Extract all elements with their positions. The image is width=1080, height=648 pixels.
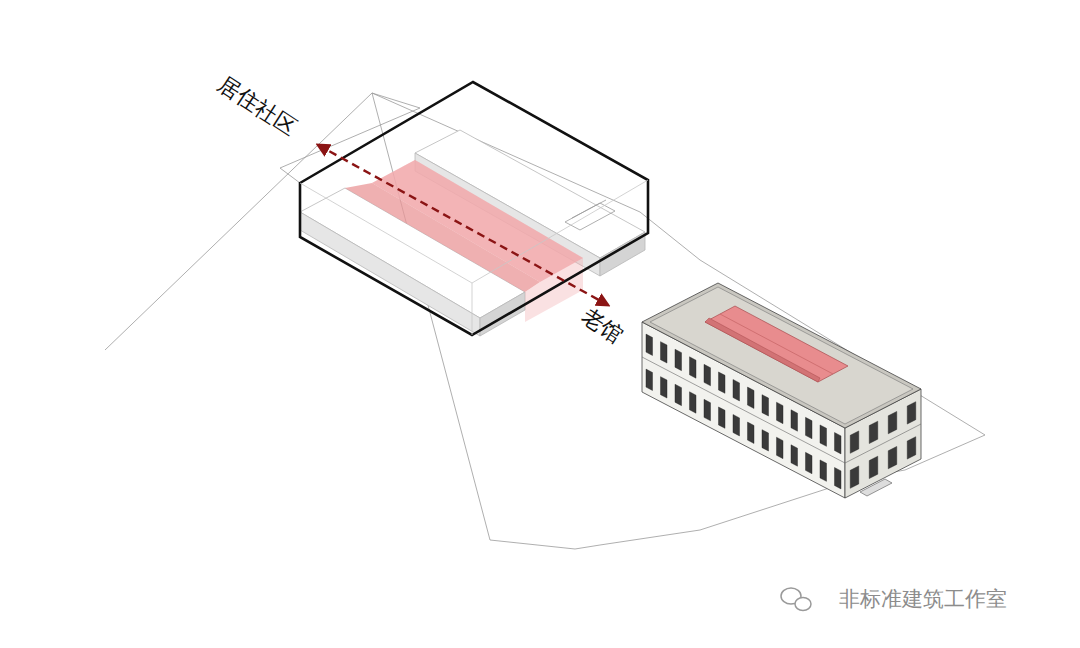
community-label: 居住社区 <box>214 72 301 140</box>
window <box>869 421 878 443</box>
window <box>820 460 827 481</box>
window <box>704 364 711 385</box>
watermark: 非标准建筑工作室 <box>839 588 1007 611</box>
window <box>888 411 897 433</box>
window <box>747 422 754 443</box>
window <box>907 402 916 424</box>
window <box>718 407 725 428</box>
wechat-icon <box>781 588 811 611</box>
window <box>733 380 740 401</box>
window <box>762 395 769 416</box>
flow-arrow <box>318 145 608 305</box>
window <box>762 430 769 451</box>
window <box>820 425 827 446</box>
window <box>791 410 798 431</box>
window <box>675 384 682 405</box>
window <box>834 468 841 489</box>
window <box>646 334 653 355</box>
window <box>747 387 754 408</box>
window <box>869 456 878 478</box>
window <box>888 446 897 468</box>
window <box>646 369 653 390</box>
window <box>791 445 798 466</box>
window <box>689 392 696 413</box>
window <box>660 342 667 363</box>
window <box>834 433 841 454</box>
window <box>660 377 667 398</box>
window <box>805 417 812 438</box>
window <box>805 452 812 473</box>
old-hall-label: 老馆 <box>577 304 627 348</box>
new-volume <box>300 82 648 336</box>
window <box>704 399 711 420</box>
window <box>689 357 696 378</box>
window <box>718 372 725 393</box>
old-building <box>642 283 921 498</box>
window <box>850 431 859 453</box>
site-boundary <box>105 93 985 549</box>
window <box>850 466 859 488</box>
window <box>776 437 783 458</box>
window <box>675 349 682 370</box>
window <box>907 437 916 459</box>
window <box>733 415 740 436</box>
window <box>776 402 783 423</box>
